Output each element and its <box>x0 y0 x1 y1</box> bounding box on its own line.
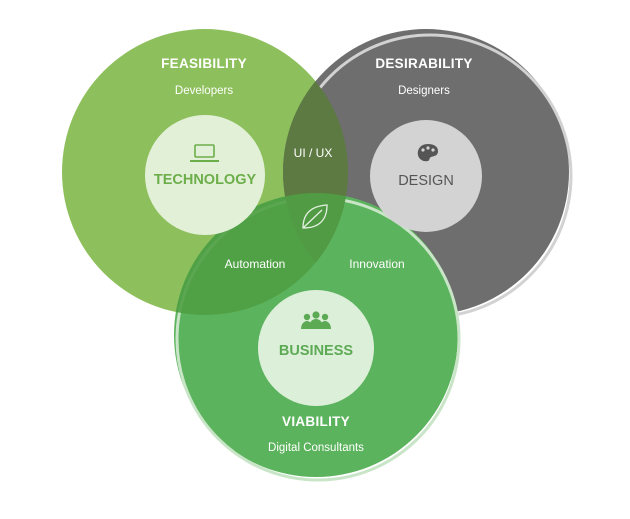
business-label: BUSINESS <box>279 343 353 359</box>
technology-label: TECHNOLOGY <box>154 172 257 188</box>
desirability-subheading: Designers <box>398 85 450 97</box>
innovation-label: Innovation <box>349 257 404 271</box>
technology-core <box>145 115 265 235</box>
overlap-feasibility-viability <box>174 193 348 315</box>
design-label: DESIGN <box>398 173 454 189</box>
uiux-label: UI / UX <box>294 146 333 160</box>
desirability-heading: DESIRABILITY <box>375 56 472 71</box>
laptop-icon <box>190 144 219 162</box>
leaf-icon <box>302 204 328 229</box>
people-icon <box>301 311 331 329</box>
automation-label: Automation <box>225 257 286 271</box>
feasibility-heading: FEASIBILITY <box>161 56 247 71</box>
viability-subheading: Digital Consultants <box>268 442 364 454</box>
feasibility-subheading: Developers <box>175 85 233 97</box>
viability-heading: VIABILITY <box>282 414 350 429</box>
palette-icon <box>417 144 438 162</box>
design-core <box>370 120 482 232</box>
business-core <box>258 290 374 406</box>
